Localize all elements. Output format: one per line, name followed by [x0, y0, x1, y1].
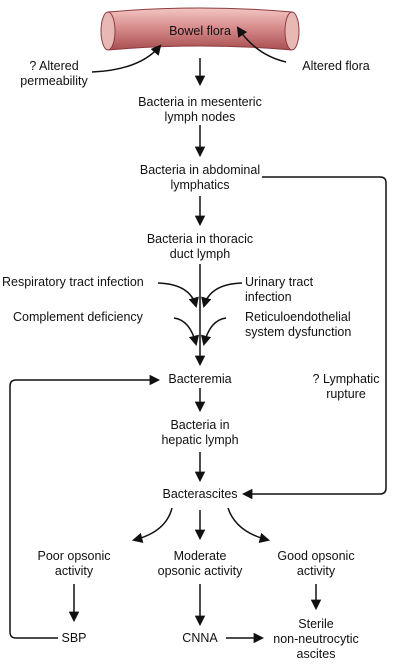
bacterascites-label: Bacterascites	[162, 487, 238, 501]
arrow-to-poor	[131, 507, 173, 544]
altered-permeability-label: ? Altered permeability	[20, 59, 88, 88]
good-opsonic-label: Good opsonic activity	[277, 549, 355, 578]
arrow-respiratory	[157, 282, 199, 309]
arrow-abdominal-to-bacterascites	[241, 176, 387, 500]
abdominal-label: Bacteria in abdominal lymphatics	[139, 163, 261, 192]
poor-opsonic-label: Poor opsonic activity	[37, 549, 111, 578]
arrow-complement	[173, 317, 200, 347]
arrow-flora-to-bowel	[236, 26, 287, 63]
respiratory-label: Respiratory tract infection	[2, 275, 144, 289]
hepatic-label: Bacteria in hepatic lymph	[161, 418, 239, 447]
altered-flora-label: Altered flora	[302, 59, 370, 73]
bowel-flora-label: Bowel flora	[169, 24, 231, 38]
arrow-reticulo	[200, 317, 227, 347]
lymphatic-rupture-label: ? Lymphatic rupture	[312, 372, 380, 401]
bowel-tube-icon	[100, 7, 300, 51]
complement-label: Complement deficiency	[13, 310, 143, 324]
mesenteric-label: Bacteria in mesenteric lymph nodes	[138, 95, 262, 124]
arrow-sbp-to-bacteremia	[9, 374, 161, 639]
moderate-opsonic-label: Moderate opsonic activity	[157, 549, 243, 578]
urinary-label: Urinary tract infection	[245, 275, 314, 304]
sbp-label: SBP	[61, 631, 87, 645]
thoracic-label: Bacteria in thoracic duct lymph	[146, 232, 254, 261]
reticulo-label: Reticuloendothelial system dysfunction	[245, 310, 352, 339]
arrow-permeability-to-bowel	[91, 44, 162, 73]
bacteremia-label: Bacteremia	[168, 372, 232, 386]
sterile-ascites-label: Sterile non-neutrocytic ascites	[273, 617, 359, 661]
arrow-to-good	[227, 507, 271, 544]
arrow-urinary	[201, 282, 243, 309]
cnna-label: CNNA	[182, 631, 218, 645]
